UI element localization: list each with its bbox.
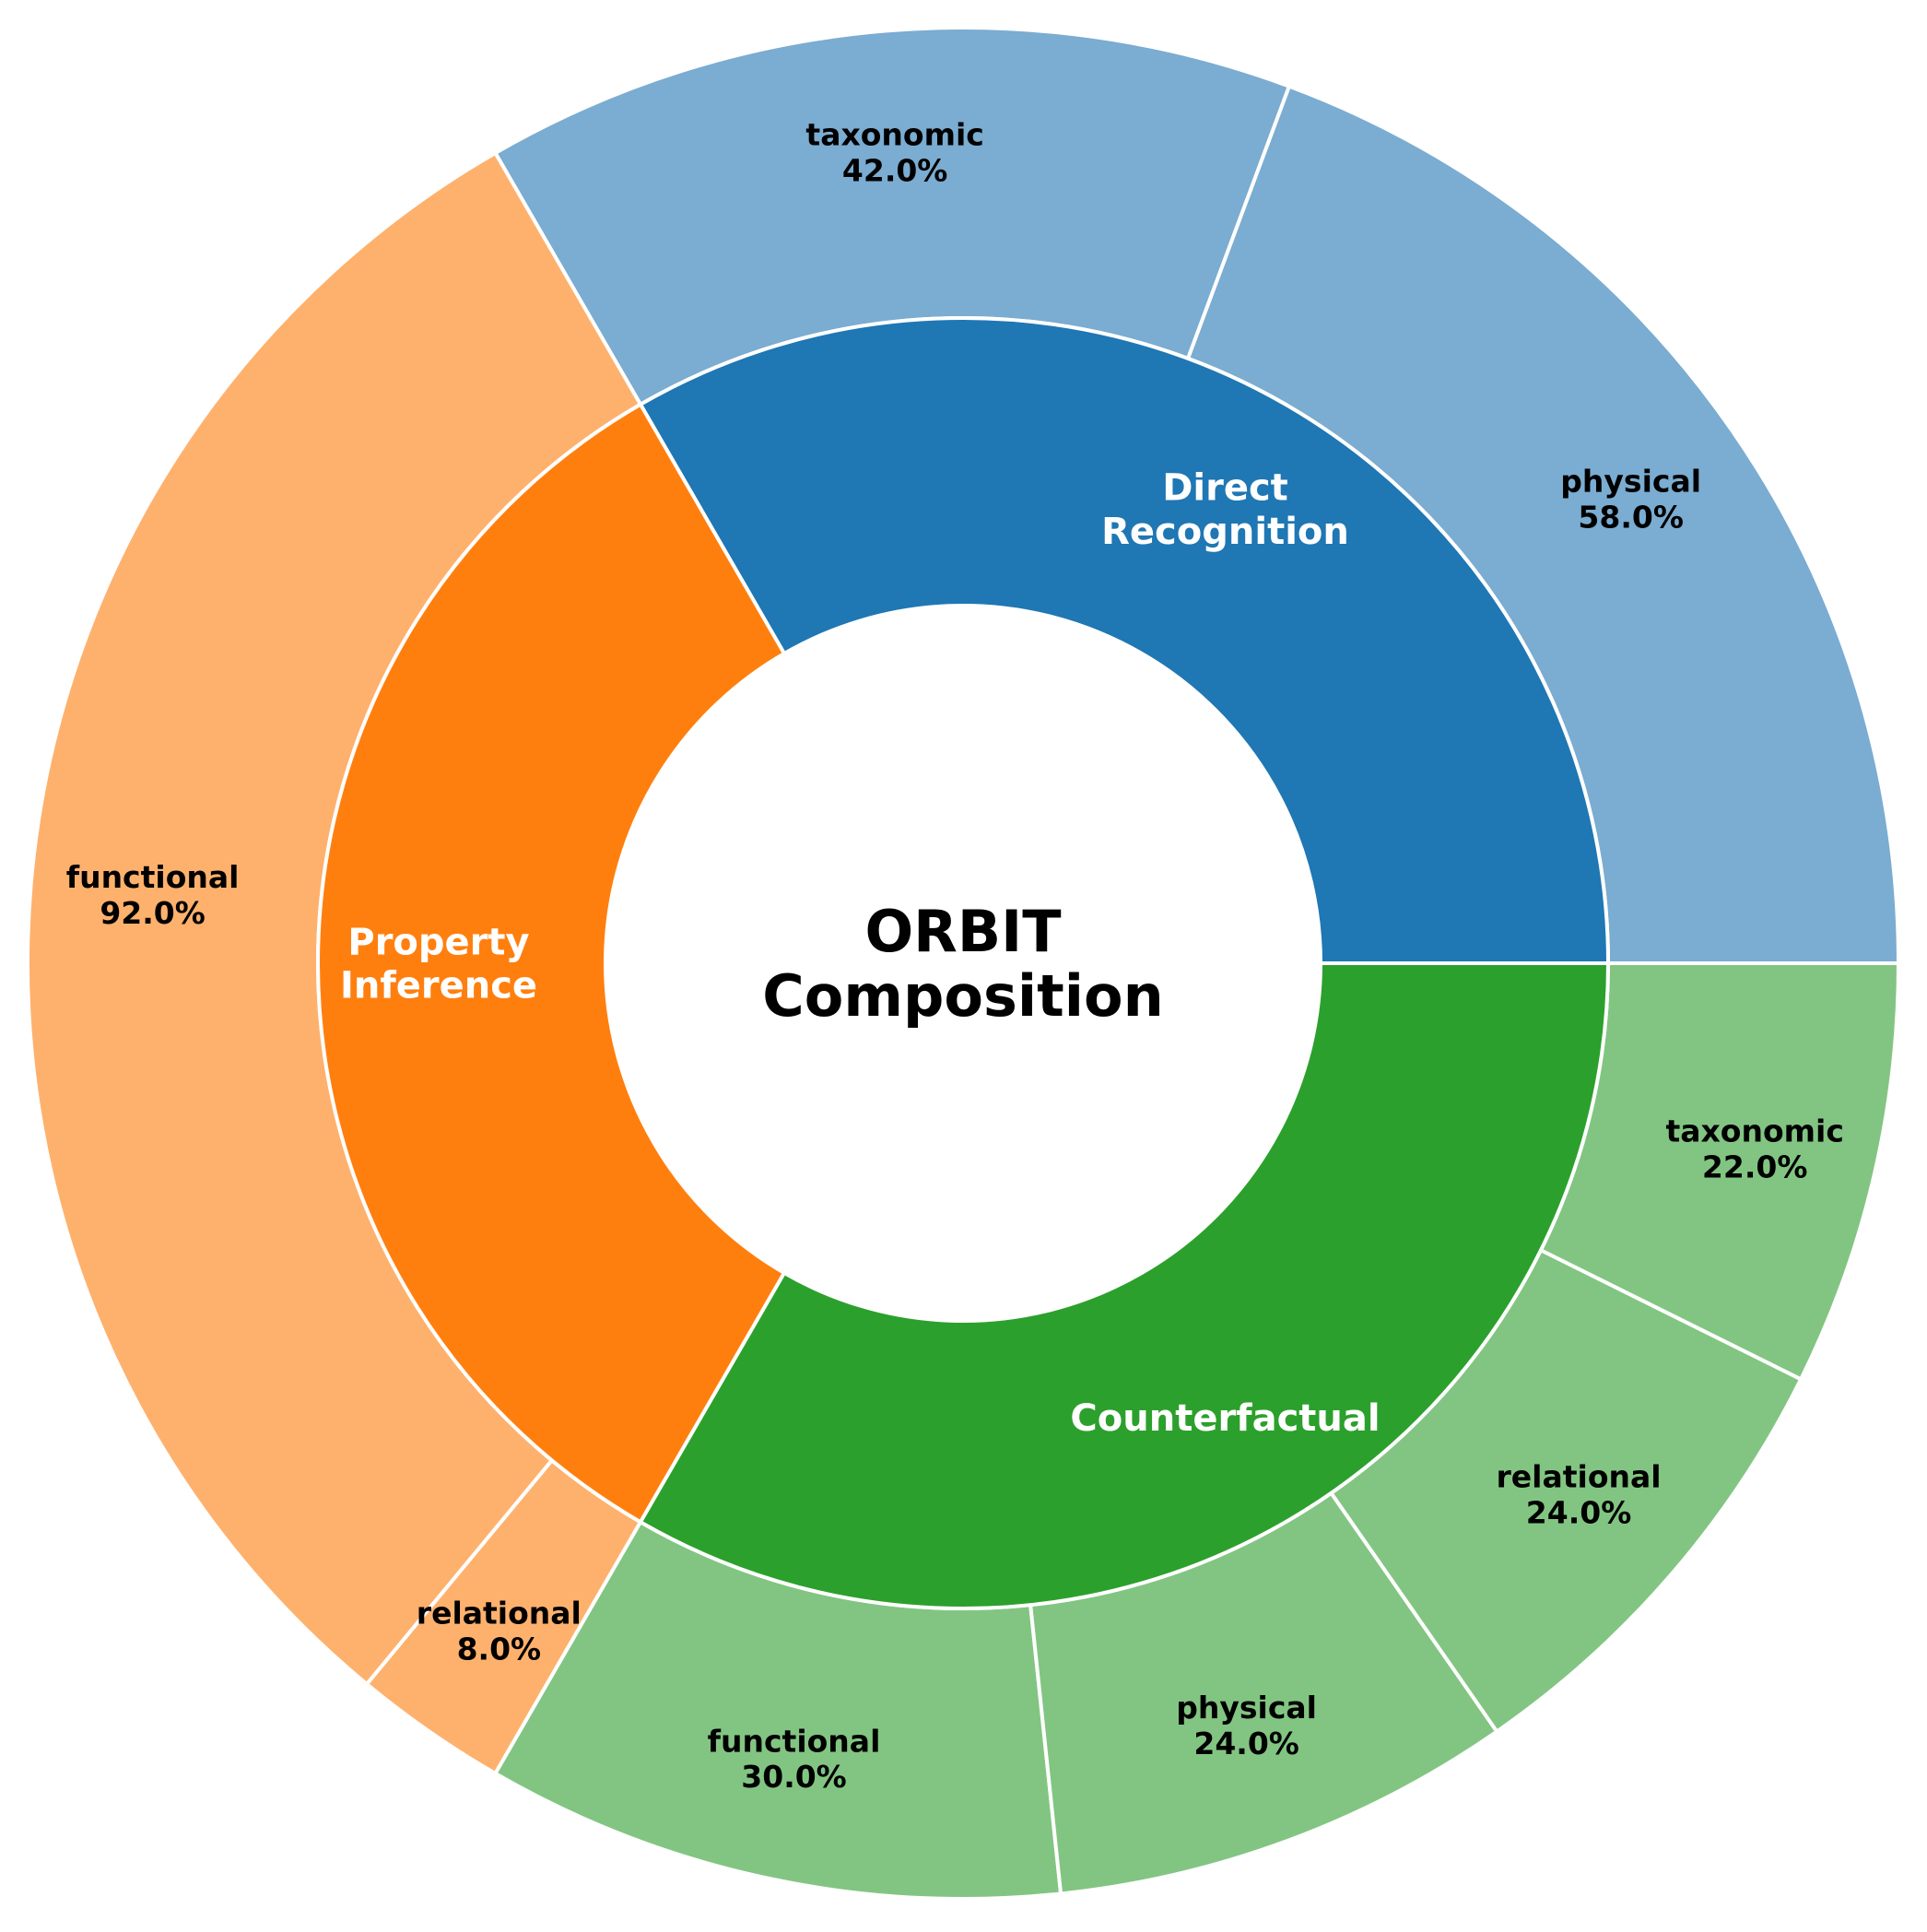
- inner-ring: [316, 316, 1611, 1610]
- inner-label-counterfactual: Counterfactual: [1070, 1397, 1380, 1440]
- inner-wedge-counterfactual: [638, 961, 1611, 1610]
- outer-ring: [26, 26, 1901, 1901]
- inner-wedge-property-inference: [316, 402, 787, 1525]
- inner-wedge-direct-recognition: [638, 316, 1611, 965]
